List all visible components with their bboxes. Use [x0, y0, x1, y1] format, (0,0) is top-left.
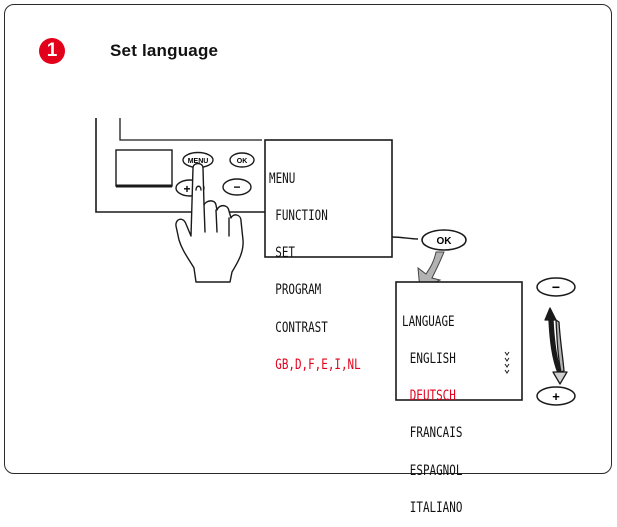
- device-display: [115, 149, 173, 187]
- side-minus-button[interactable]: −: [536, 277, 576, 297]
- scroll-down-icon: [504, 351, 510, 374]
- menu-screen-title: MENU: [269, 170, 296, 187]
- hand-icon: [175, 162, 244, 283]
- menu-item-program[interactable]: PROGRAM: [275, 282, 322, 299]
- svg-text:−: −: [233, 180, 240, 194]
- menu-screen: [264, 139, 393, 258]
- step-number-badge: 1: [39, 38, 65, 64]
- language-option-deutsch-selected[interactable]: DEUTSCH: [409, 388, 456, 405]
- language-option-english[interactable]: ENGLISH: [409, 351, 456, 368]
- menu-item-contrast[interactable]: CONTRAST: [275, 319, 328, 336]
- svg-text:+: +: [183, 182, 190, 196]
- menu-screen-text: MENU FUNCTION SET PROGRAM CONTRAST GB,D,…: [269, 148, 361, 384]
- step-title: Set language: [110, 41, 219, 60]
- svg-text:−: −: [552, 279, 560, 295]
- device-minus-button[interactable]: −: [222, 178, 252, 196]
- menu-button-label: MENU: [188, 158, 209, 165]
- device-ok-label: OK: [237, 158, 248, 165]
- menu-item-language-selected[interactable]: GB,D,F,E,I,NL: [275, 356, 361, 373]
- device-ok-button[interactable]: OK: [229, 152, 255, 168]
- ok-callout-label: OK: [437, 236, 453, 247]
- language-option-italiano[interactable]: ITALIANO: [409, 499, 463, 516]
- ok-callout-button[interactable]: OK: [421, 229, 467, 251]
- language-option-espagnol[interactable]: ESPAGNOL: [409, 462, 463, 479]
- up-down-arrow-icon: [544, 307, 568, 385]
- menu-item-set[interactable]: SET: [275, 245, 295, 262]
- language-screen: [395, 281, 523, 401]
- menu-item-function[interactable]: FUNCTION: [275, 208, 328, 225]
- language-screen-title: LANGUAGE: [402, 313, 455, 330]
- language-option-francais[interactable]: FRANCAIS: [409, 425, 463, 442]
- illustration: MENU OK + − OK −: [95, 118, 576, 406]
- svg-text:+: +: [552, 389, 560, 404]
- language-screen-text: LANGUAGE ENGLISH DEUTSCH FRANCAIS ESPAGN…: [402, 291, 462, 527]
- side-plus-button[interactable]: +: [536, 386, 576, 406]
